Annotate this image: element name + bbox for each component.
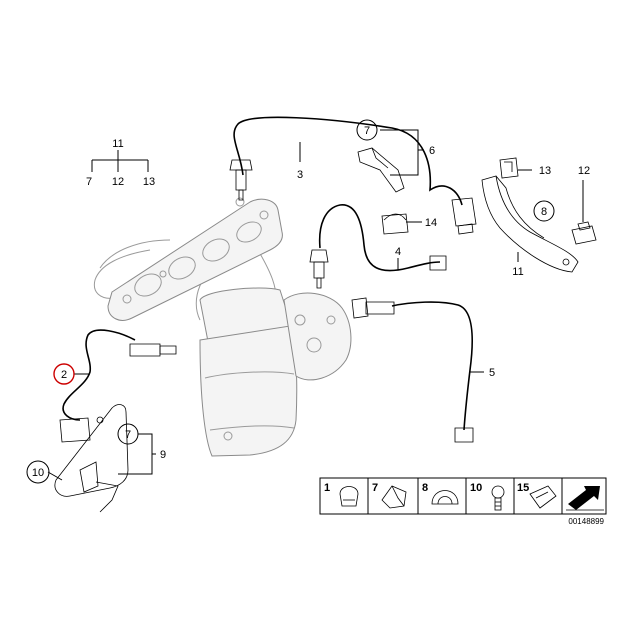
legend-label-7: 7	[372, 482, 378, 494]
cap-12[interactable]	[571, 221, 597, 245]
legend-cell-1[interactable]: 1	[324, 482, 359, 507]
callout-6: 6	[429, 145, 435, 157]
leader-lines	[47, 129, 584, 481]
oxygen-sensor-2[interactable]	[59, 329, 177, 443]
callout-10: 10	[32, 467, 44, 479]
callouts: 11 7 12 13 3 7 6 13 12 8 14 4 11 5 2 7 9…	[26, 119, 590, 484]
callout-10-circle	[26, 460, 50, 484]
legend-cell-7[interactable]: 7	[372, 482, 407, 509]
clip-14[interactable]	[381, 213, 409, 235]
legend-label-10: 10	[470, 482, 482, 494]
callout-7-upper: 7	[364, 125, 370, 137]
callout-7-group: 7	[86, 176, 92, 188]
callout-12-group: 12	[112, 176, 124, 188]
oxygen-sensor-5[interactable]	[351, 297, 474, 443]
callout-11: 11	[512, 266, 523, 278]
callout-8: 8	[541, 206, 547, 218]
oxygen-sensor-4[interactable]	[309, 204, 447, 289]
legend-label-8: 8	[422, 482, 428, 494]
legend-cell-10[interactable]: 10	[470, 482, 505, 511]
callout-4: 4	[395, 246, 401, 258]
callout-7-upper-circle	[356, 119, 378, 141]
callout-5: 5	[489, 367, 495, 379]
diagram-id: 00148899	[568, 517, 604, 526]
callout-13-group: 13	[143, 176, 155, 188]
clip-13[interactable]	[499, 157, 519, 179]
callout-11-group: 11	[112, 138, 123, 150]
callout-14: 14	[425, 217, 437, 229]
callout-8-circle	[533, 200, 555, 222]
callout-7-lower-circle	[117, 423, 139, 445]
callout-2: 2	[61, 369, 67, 381]
bracket-11[interactable]	[481, 175, 579, 273]
legend-cell-8[interactable]: 8	[422, 482, 459, 505]
callout-7-lower: 7	[125, 429, 131, 441]
callout-3: 3	[297, 169, 303, 181]
oxygen-sensor-3[interactable]	[229, 116, 477, 235]
exhaust-manifold-illustration	[93, 197, 352, 457]
callout-9: 9	[160, 449, 166, 461]
bracket-9[interactable]	[54, 404, 129, 513]
callout-13: 13	[539, 165, 551, 177]
bracket-6[interactable]	[357, 147, 405, 193]
legend-label-15: 15	[517, 482, 529, 494]
legend-cell-15[interactable]: 15	[517, 482, 557, 509]
callout-2-circle	[53, 363, 75, 385]
arrow-icon	[566, 486, 604, 511]
legend-label-1: 1	[324, 482, 330, 494]
parts-legend: 1 7 8 10 15	[319, 477, 607, 526]
callout-12: 12	[578, 165, 590, 177]
